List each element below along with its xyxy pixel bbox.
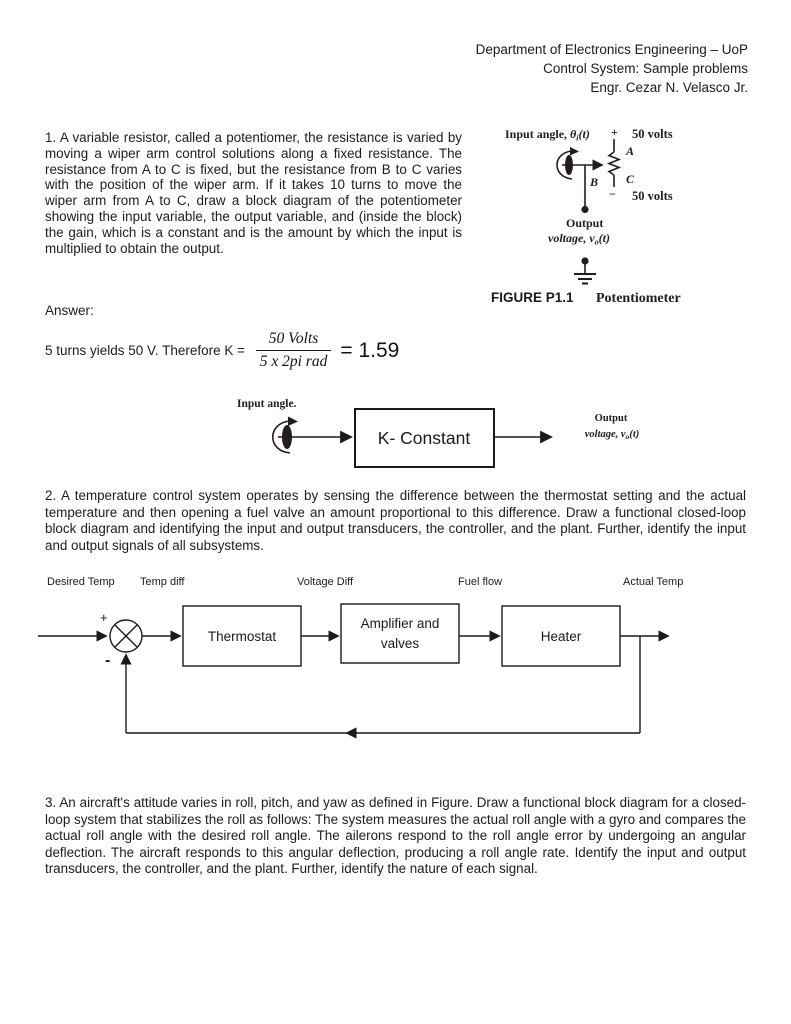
signal-label-actual-temp: Actual Temp bbox=[623, 576, 683, 588]
summing-plus-sign: + bbox=[100, 610, 108, 625]
thermostat-block-label: Thermostat bbox=[208, 629, 277, 644]
figure-node-b: B bbox=[589, 175, 598, 189]
formula-prefix: 5 turns yields 50 V. Therefore K = bbox=[45, 343, 249, 358]
amplifier-block bbox=[340, 603, 460, 664]
amplifier-block-label-line2: valves bbox=[381, 636, 420, 651]
signal-label-voltage-diff: Voltage Diff bbox=[297, 576, 354, 588]
formula-result: = 1.59 bbox=[340, 338, 400, 362]
figure-plus-sign: + bbox=[611, 125, 618, 139]
k-constant-block bbox=[354, 408, 495, 468]
formula-fraction: 50 Volts 5 x 2pi rad bbox=[255, 330, 332, 371]
wiper-knob-icon bbox=[565, 155, 573, 175]
amplifier-block-label-line1: Amplifier and bbox=[361, 616, 440, 631]
figure-output-line2: voltage, vo(t) bbox=[548, 231, 610, 247]
problem-1-text: 1. A variable resistor, called a potenti… bbox=[45, 130, 462, 256]
header-author: Engr. Cezar N. Velasco Jr. bbox=[590, 80, 748, 95]
header-department: Department of Electronics Engineering – … bbox=[475, 42, 748, 57]
answer-label: Answer: bbox=[45, 303, 94, 318]
figure-minus-sign: − bbox=[609, 187, 616, 201]
diagram1-output-line2: voltage, vo(t) bbox=[585, 429, 640, 441]
potentiometer-figure: Input angle, θi(t) + 50 volts A B C − 50… bbox=[491, 125, 681, 306]
signal-label-temp-diff: Temp diff bbox=[140, 576, 185, 588]
header-subject: Control System: Sample problems bbox=[543, 61, 748, 76]
signal-label-fuel-flow: Fuel flow bbox=[458, 576, 502, 588]
resistor-zigzag bbox=[606, 151, 622, 176]
fraction-denominator: 5 x 2pi rad bbox=[259, 353, 328, 370]
figure-node-a: A bbox=[625, 144, 634, 158]
document-header: Department of Electronics Engineering – … bbox=[476, 40, 748, 97]
rotation-arrow-icon bbox=[272, 420, 291, 454]
figure-bottom-voltage: 50 volts bbox=[632, 189, 673, 203]
output-terminal-dot bbox=[581, 205, 589, 214]
rotation-arrowhead-icon bbox=[570, 147, 579, 156]
summing-minus-sign: - bbox=[105, 652, 110, 669]
problem-2-text: 2. A temperature control system operates… bbox=[45, 488, 746, 553]
heater-block bbox=[501, 605, 621, 667]
summing-junction-x2 bbox=[114, 624, 138, 648]
temperature-control-block-diagram: Desired Temp Temp diff Voltage Diff Fuel… bbox=[38, 576, 683, 739]
answer-formula: 5 turns yields 50 V. Therefore K = 50 Vo… bbox=[45, 330, 399, 371]
diagram1-input-label: Input angle. bbox=[237, 398, 297, 410]
figure-caption-label: FIGURE P1.1 bbox=[491, 290, 574, 305]
rotation-arrow-icon bbox=[556, 150, 573, 180]
problem-3-text: 3. An aircraft's attitude varies in roll… bbox=[45, 795, 746, 877]
figure-node-c: C bbox=[626, 172, 635, 186]
fraction-numerator: 50 Volts bbox=[255, 330, 332, 351]
figure-output-line1: Output bbox=[566, 216, 603, 230]
thermostat-block bbox=[182, 605, 302, 667]
diagram1-output-line1: Output bbox=[595, 413, 628, 424]
signal-label-desired-temp: Desired Temp bbox=[47, 576, 115, 588]
wiper-knob-icon bbox=[282, 425, 292, 449]
figure-top-voltage: 50 volts bbox=[632, 127, 673, 141]
figure-caption-title: Potentiometer bbox=[596, 291, 681, 306]
figure-input-angle-label: Input angle, θi(t) bbox=[505, 127, 590, 143]
k-constant-block-diagram: Input angle. K- Constant Output voltage,… bbox=[237, 398, 640, 468]
ground-terminal-dot bbox=[581, 257, 589, 265]
rotation-arrowhead-icon bbox=[288, 416, 298, 426]
heater-block-label: Heater bbox=[541, 629, 582, 644]
k-constant-block-label: K- Constant bbox=[378, 428, 471, 448]
